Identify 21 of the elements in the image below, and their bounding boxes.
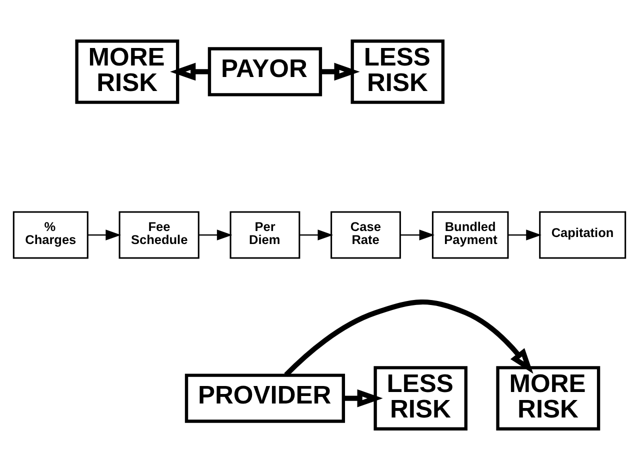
node-box: PROVIDER	[184, 373, 346, 422]
arrow	[508, 229, 542, 240]
node-box: Case Rate	[330, 210, 401, 258]
arrow	[170, 62, 210, 80]
arrow	[400, 229, 435, 240]
node-box: % Charges	[12, 210, 88, 258]
node-box: MORE RISK	[496, 366, 600, 430]
node-box: LESS RISK	[350, 39, 445, 104]
arrow	[198, 229, 232, 240]
node-box: Capitation	[539, 210, 626, 258]
arrow	[344, 388, 383, 407]
node-box: LESS RISK	[374, 366, 468, 430]
arrow	[320, 62, 360, 80]
node-box: Bundled Payment	[432, 210, 509, 258]
arrow	[88, 229, 121, 240]
arrow	[284, 298, 534, 376]
node-box: MORE RISK	[75, 39, 180, 104]
node-box: Per Diem	[230, 210, 300, 258]
arrow	[300, 229, 334, 240]
node-box: Fee Schedule	[118, 210, 200, 258]
node-box: PAYOR	[208, 46, 322, 96]
